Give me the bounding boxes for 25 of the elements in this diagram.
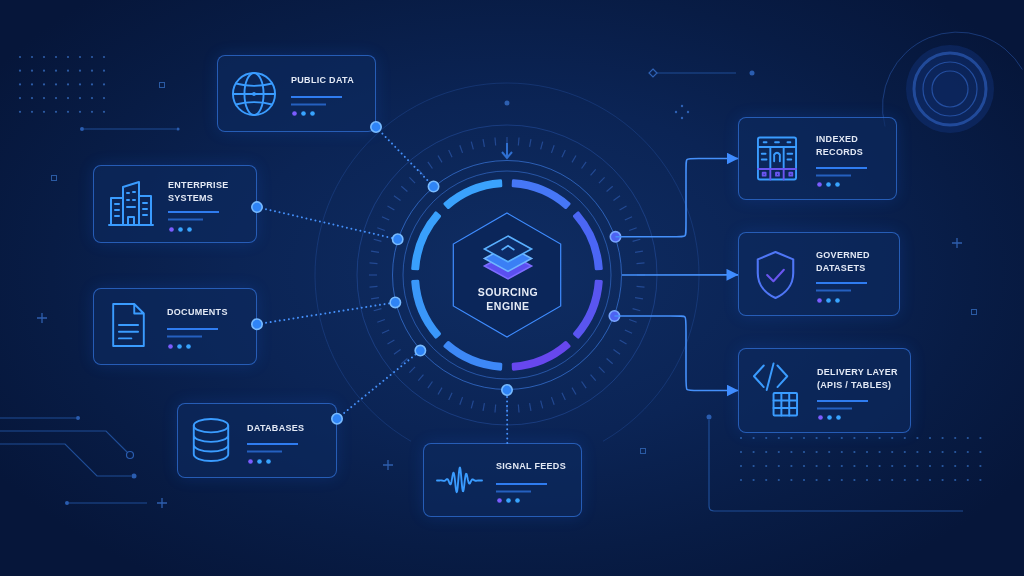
hub-title: SOURCING ENGINE xyxy=(476,286,540,313)
data-card xyxy=(738,117,897,200)
dotted-connector xyxy=(251,201,404,246)
data-card xyxy=(217,55,376,132)
card-title: PUBLIC DATA xyxy=(291,74,355,87)
data-card xyxy=(738,348,911,433)
card-title: DATABASES xyxy=(247,422,306,435)
dotted-connector xyxy=(331,344,427,425)
dotted-connector xyxy=(251,296,402,331)
card-title: INDEXED RECORDS xyxy=(816,133,865,159)
data-card xyxy=(423,443,582,517)
dotted-connector xyxy=(501,384,513,444)
arrow xyxy=(614,152,739,238)
card-title: GOVERNED DATASETS xyxy=(816,249,871,275)
card-title: ENTERPRISE SYSTEMS xyxy=(168,179,230,205)
arrow xyxy=(613,315,739,397)
card-title: DOCUMENTS xyxy=(167,306,229,319)
dotted-connector xyxy=(370,121,440,193)
card-title: DELIVERY LAYER (APIS / TABLES) xyxy=(817,366,899,392)
data-card xyxy=(93,165,257,243)
arrow xyxy=(621,268,739,281)
card-title: SIGNAL FEEDS xyxy=(496,460,567,473)
data-card xyxy=(93,288,257,365)
data-card xyxy=(738,232,900,316)
data-card xyxy=(177,403,337,478)
